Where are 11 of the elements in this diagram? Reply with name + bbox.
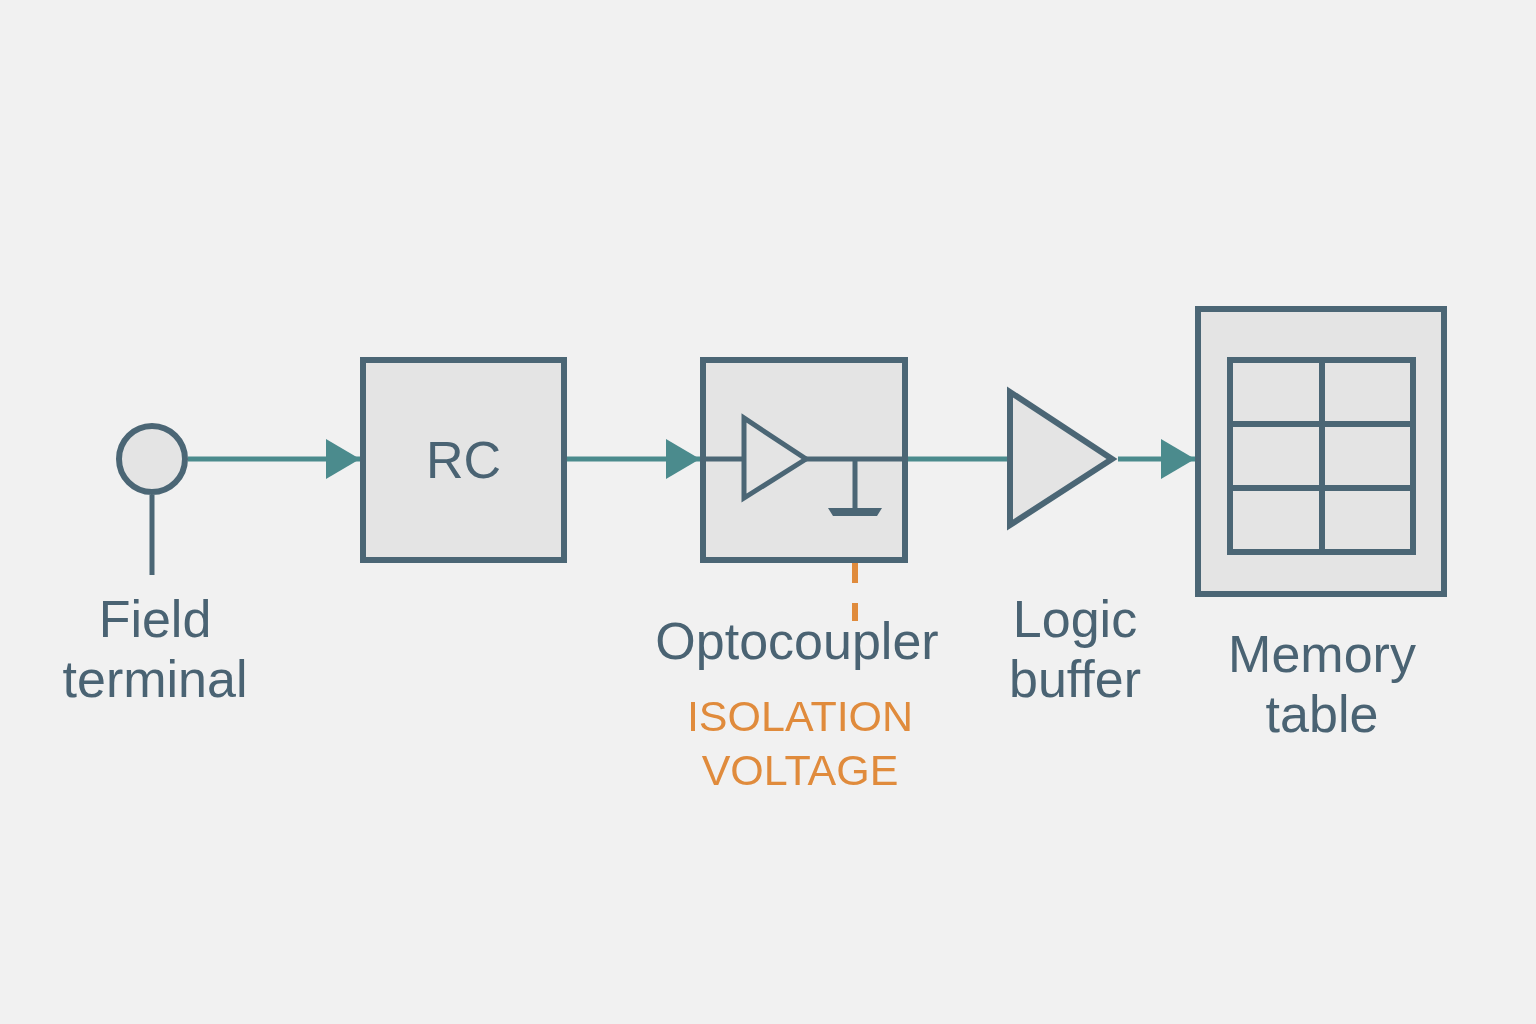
arrow <box>567 439 700 479</box>
box-label: RC <box>425 430 502 490</box>
node-label: Logic buffer <box>1009 589 1141 709</box>
connector-line <box>908 456 1007 462</box>
arrow <box>188 439 360 479</box>
annotation-note: ISOLATION VOLTAGE <box>686 691 914 796</box>
node-label: Memory table <box>1228 624 1416 744</box>
arrow <box>1118 439 1195 479</box>
dashed-line <box>852 563 858 621</box>
node-label: Optocoupler <box>655 611 939 671</box>
node-label: Field terminal <box>62 589 248 709</box>
